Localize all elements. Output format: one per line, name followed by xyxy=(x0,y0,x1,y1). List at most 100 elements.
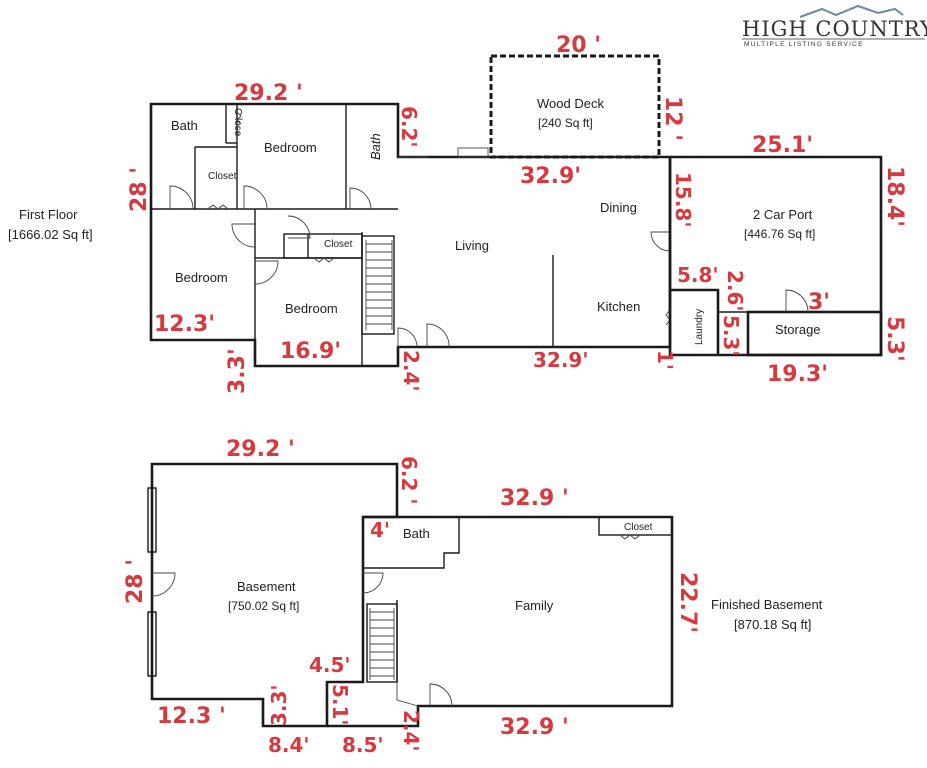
dim-ff-bedroom-center-w: 16.9' xyxy=(280,339,341,364)
dim-b-stair-offset: 4.5' xyxy=(309,653,351,677)
first-floor-dimensions: 29.2 ' 6.2' 20 ' 12 ' 32.9' 25.1' 18.4' … xyxy=(127,33,907,394)
room-family: Family xyxy=(515,598,554,613)
room-wood-deck: Wood Deck xyxy=(537,96,604,111)
room-basement: Basement xyxy=(237,579,296,594)
door-family-bottom xyxy=(429,683,453,707)
room-storage: Storage xyxy=(775,322,821,337)
dim-ff-carport-inner-a: 5.8' xyxy=(677,263,719,287)
carport-walls xyxy=(668,155,883,357)
first-floor-walls xyxy=(149,102,672,368)
dim-ff-bottom-step: 1' xyxy=(653,350,677,370)
stairs-basement xyxy=(366,603,398,683)
dim-ff-carport-right: 18.4' xyxy=(882,166,907,227)
dim-ff-carport-inner-b: 2.6' xyxy=(723,270,747,312)
dim-ff-storage-door: 3' xyxy=(808,290,830,315)
wall-basement-bath xyxy=(363,517,460,569)
dim-ff-bottom-width: 32.9' xyxy=(533,348,588,372)
window-basement-lower xyxy=(147,611,157,677)
door-bedroom-center xyxy=(287,215,311,239)
finished-basement-outline xyxy=(327,515,674,728)
dim-ff-deck-depth: 12 ' xyxy=(660,96,685,141)
door-bath-left xyxy=(169,185,194,210)
dim-b-stair-drop: 5.1' xyxy=(328,684,352,726)
dim-b-step-right: 2.4' xyxy=(399,710,423,752)
door-carport xyxy=(650,231,671,252)
basement-dimensions: 29.2 ' 6.2 ' 32.9 ' 4' 28 ' 22.7' 4.5' 5… xyxy=(123,437,700,757)
dim-b-top-width: 29.2 ' xyxy=(226,437,295,462)
dim-ff-living-top: 32.9' xyxy=(520,164,581,189)
stair-treads-first-floor xyxy=(365,240,393,330)
stair-treads-basement xyxy=(369,608,395,680)
dim-ff-storage-width: 19.3' xyxy=(767,362,828,387)
basement-outline xyxy=(150,462,399,728)
bifold-closet-basement xyxy=(619,534,641,540)
door-bath-right xyxy=(349,187,372,210)
door-basement-bath xyxy=(362,572,384,594)
finished-basement-area: [870.18 Sq ft] xyxy=(734,617,811,632)
room-laundry: Laundry xyxy=(694,309,705,345)
door-front-b xyxy=(426,323,450,348)
dim-ff-deck-width: 20 ' xyxy=(556,33,601,58)
dim-b-step-left: 3.3' xyxy=(267,684,291,726)
door-storage xyxy=(785,289,809,313)
dim-ff-storage-right: 5.3' xyxy=(882,316,907,362)
dim-b-bath-offset: 4' xyxy=(370,518,390,542)
laundry-outline xyxy=(670,288,720,355)
door-bedroom-top xyxy=(243,185,268,210)
dim-ff-left-depth: 28 ' xyxy=(127,167,152,212)
dim-b-family-right: 22.7' xyxy=(675,572,700,633)
door-bedroom-center-b xyxy=(254,260,279,285)
deck-step xyxy=(457,147,489,158)
storage-outline xyxy=(746,310,883,357)
door-front xyxy=(397,327,418,348)
room-dining: Dining xyxy=(600,200,637,215)
bifold-laundry xyxy=(665,309,671,326)
bifold-close-small xyxy=(236,111,242,125)
dim-b-bottom-b: 8.5' xyxy=(342,733,384,757)
high-country-logo: HIGH COUNTRY MULTIPLE LISTING SERVICE xyxy=(742,4,927,48)
dim-b-bottom-a: 8.4' xyxy=(268,733,310,757)
door-bedroom-left xyxy=(231,223,256,248)
room-bath-right: Bath xyxy=(368,133,383,160)
room-carport-area: [446.76 Sq ft] xyxy=(744,227,815,241)
dim-ff-step-mid: 2.4' xyxy=(399,350,423,392)
mountain-icon xyxy=(799,4,904,18)
door-basement-left xyxy=(151,572,176,597)
room-closet-mid: Closet xyxy=(208,171,237,182)
room-bedroom-center: Bedroom xyxy=(285,301,338,316)
room-kitchen: Kitchen xyxy=(597,299,640,314)
bifold-closet-mid xyxy=(207,204,229,210)
dim-ff-step-left: 3.3' xyxy=(225,348,250,394)
dim-ff-dining-side: 15.8' xyxy=(671,172,695,227)
basement-room-labels: Basement [750.02 Sq ft] Bath Closet Fami… xyxy=(228,522,823,632)
dim-ff-top-width: 29.2 ' xyxy=(234,81,303,106)
room-wood-deck-area: [240 Sq ft] xyxy=(538,116,593,130)
room-bedroom-left: Bedroom xyxy=(175,270,228,285)
stairs-first-floor xyxy=(361,235,395,335)
dim-ff-notch-top: 6.2' xyxy=(397,106,421,148)
room-carport: 2 Car Port xyxy=(753,207,813,222)
bifold-closet-center xyxy=(313,257,335,263)
room-closet-small: C lose xyxy=(232,108,243,137)
room-basement-area: [750.02 Sq ft] xyxy=(228,599,299,613)
dim-ff-laundry-side: 5.3' xyxy=(719,315,743,357)
dim-b-family-top: 32.9 ' xyxy=(500,486,569,511)
room-bedroom-top: Bedroom xyxy=(264,140,317,155)
room-living: Living xyxy=(455,238,489,253)
room-basement-bath: Bath xyxy=(403,526,430,541)
room-basement-closet: Closet xyxy=(624,522,653,533)
wood-deck-outline xyxy=(489,54,661,159)
room-bath-left: Bath xyxy=(171,118,198,133)
door-stair-landing xyxy=(396,682,419,707)
basement-walls xyxy=(147,462,674,728)
dim-b-bottom-width: 32.9 ' xyxy=(500,715,569,740)
dim-ff-carport-top: 25.1' xyxy=(752,133,813,158)
first-floor-label: First Floor xyxy=(19,207,78,222)
logo-name: HIGH COUNTRY xyxy=(742,17,927,41)
logo-tagline: MULTIPLE LISTING SERVICE xyxy=(744,41,864,48)
dim-b-left-depth: 28 ' xyxy=(123,559,148,604)
finished-basement-label: Finished Basement xyxy=(711,597,823,612)
window-basement-upper xyxy=(147,487,157,553)
room-closet-upper: Closet xyxy=(324,239,353,250)
